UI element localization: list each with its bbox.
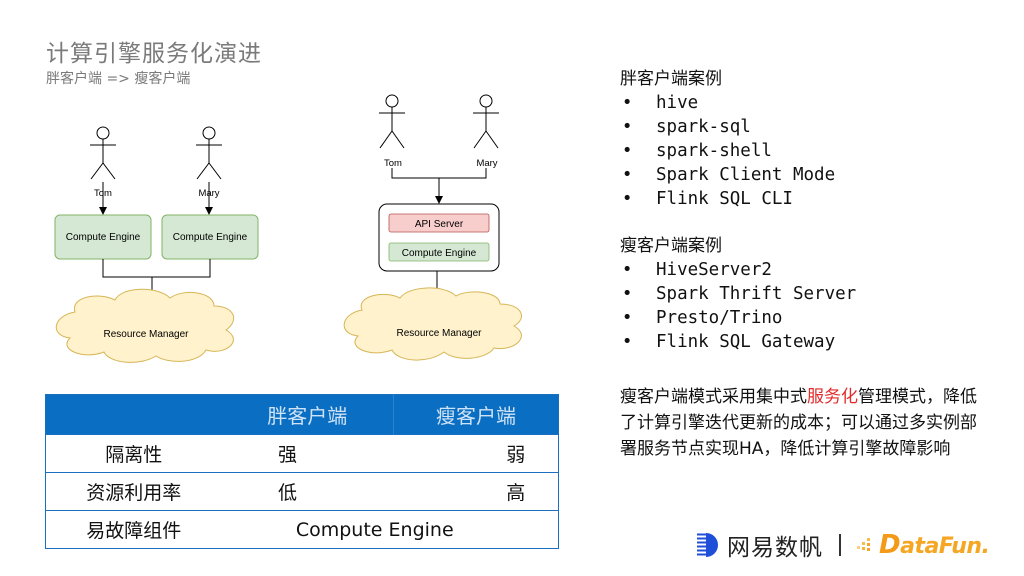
api-server-box: API Server <box>388 213 490 233</box>
fat-cases-title: 胖客户端案例 <box>620 69 722 89</box>
summary-text-before: 瘦客户端模式采用集中式 <box>620 387 807 407</box>
list-item-text: Presto/Trino <box>656 308 783 328</box>
engine-label: Compute Engine <box>66 232 141 243</box>
page-title: 计算引擎服务化演进 <box>46 41 262 67</box>
table-header-row: 胖客户端 瘦客户端 <box>45 394 559 435</box>
header-cell-empty <box>45 394 222 435</box>
datafun-initial: D <box>879 530 901 560</box>
bullet-icon: • <box>622 332 633 352</box>
bullet-icon: • <box>622 141 633 161</box>
person-icon <box>379 94 405 149</box>
api-server-label: API Server <box>415 219 464 230</box>
merged-value: Compute Engine <box>221 510 559 549</box>
list-item: • Presto/Trino <box>620 306 856 330</box>
list-item-text: Flink SQL CLI <box>656 189 793 209</box>
header-cell-thin: 瘦客户端 <box>393 394 559 435</box>
thin-cases-title: 瘦客户端案例 <box>620 236 722 256</box>
list-item-text: spark-sql <box>656 117 751 137</box>
table-row: 易故障组件 Compute Engine <box>45 510 559 549</box>
list-item-text: Spark Thrift Server <box>656 284 857 304</box>
engine-label: Compute Engine <box>402 248 477 259</box>
resource-label: Resource Manager <box>396 328 482 339</box>
list-item-text: HiveServer2 <box>656 260 772 280</box>
summary-paragraph: 瘦客户端模式采用集中式服务化管理模式，降低了计算引擎迭代更新的成本；可以通过多实… <box>620 384 990 462</box>
thin-value: 高 <box>393 472 559 511</box>
list-item: • spark-shell <box>620 139 835 163</box>
list-item-text: Spark Client Mode <box>656 165 836 185</box>
list-item: • hive <box>620 91 835 115</box>
netease-logo-icon <box>697 533 718 557</box>
fat-engine-box-1: Compute Engine <box>54 214 152 260</box>
cell-text: 强 <box>277 444 297 466</box>
thin-service-box: API Server Compute Engine <box>378 203 500 272</box>
engine-label: Compute Engine <box>173 232 248 243</box>
resource-label: Resource Manager <box>103 329 189 340</box>
list-item: • spark-sql <box>620 115 835 139</box>
thin-resource-manager-cloud: Resource Manager <box>343 287 523 361</box>
row-label: 易故障组件 <box>45 510 222 549</box>
thin-client-cases: 瘦客户端案例 •HiveServer2•Spark Thrift Server•… <box>620 234 856 354</box>
logo-divider <box>839 534 841 556</box>
person-icon <box>473 94 499 149</box>
user-label: Tom <box>384 158 402 169</box>
header-cell-fat: 胖客户端 <box>221 394 394 435</box>
bullet-icon: • <box>622 308 633 328</box>
thin-engine-box: Compute Engine <box>388 242 490 262</box>
list-item: • HiveServer2 <box>620 258 856 282</box>
thin-value: 弱 <box>393 434 559 473</box>
datafun-dots-icon <box>857 538 870 551</box>
list-item: • Spark Thrift Server <box>620 282 856 306</box>
summary-highlight: 服务化 <box>807 387 858 407</box>
list-item-text: spark-shell <box>656 141 772 161</box>
bullet-icon: • <box>622 165 633 185</box>
page-subtitle: 胖客户端 => 瘦客户端 <box>46 71 191 87</box>
footer-logos: 网易数帆 DataFun. <box>697 530 990 561</box>
person-icon <box>90 126 116 180</box>
fat-client-cases: 胖客户端案例 • hive • spark-sql • spark-shell • Spark… <box>620 67 835 211</box>
fat-value: 强 <box>221 434 394 473</box>
person-icon <box>196 126 222 180</box>
thin-cases-list: • HiveServer2 • Spark Thrift Server • Presto/… <box>620 258 856 354</box>
fat-engine-box-2: Compute Engine <box>161 214 259 260</box>
connector <box>391 168 487 200</box>
list-item-text: Flink SQL Gateway <box>656 332 836 352</box>
summary-text-after: 管理模式，降低了计算引擎迭代更新的成本；可以通过多实例部署服务节点实现HA，降低… <box>620 387 977 459</box>
fat-value: 低 <box>221 472 394 511</box>
list-item-text: hive <box>656 93 699 113</box>
datafun-logo-text: DataFun. <box>879 530 990 560</box>
fat-cases-list: • hive • spark-sql • spark-shell • Spark Client… <box>620 91 835 211</box>
bullet-icon: • <box>622 117 633 137</box>
cell-text: 低 <box>277 482 297 504</box>
thin-user-tom: Tom <box>379 94 405 169</box>
row-label: 隔离性 <box>45 434 222 473</box>
bullet-icon: • <box>622 260 633 280</box>
list-item: • Spark Client Mode <box>620 163 835 187</box>
bullet-icon: • <box>622 189 633 209</box>
row-label: 资源利用率 <box>45 472 222 511</box>
datafun-rest: ataFun. <box>900 534 990 559</box>
netease-logo-text: 网易数帆 <box>727 535 823 561</box>
list-item: • Flink SQL CLI <box>620 187 835 211</box>
table-row: 资源利用率 低 高 <box>45 472 559 511</box>
thin-user-mary: Mary <box>473 94 499 169</box>
architecture-diagram: Tom Mary Compute Engine Compute Engine R… <box>54 94 523 363</box>
bullet-icon: • <box>622 284 633 304</box>
bullet-icon: • <box>622 93 633 113</box>
table-row: 隔离性 强 弱 <box>45 434 559 473</box>
list-item: • Flink SQL Gateway <box>620 330 856 354</box>
comparison-table: 胖客户端 瘦客户端 隔离性 强 弱 资源利用率 低 高 易故障组件 Comput… <box>45 394 559 549</box>
user-label: Mary <box>476 158 497 169</box>
fat-resource-manager-cloud: Resource Manager <box>55 288 235 363</box>
